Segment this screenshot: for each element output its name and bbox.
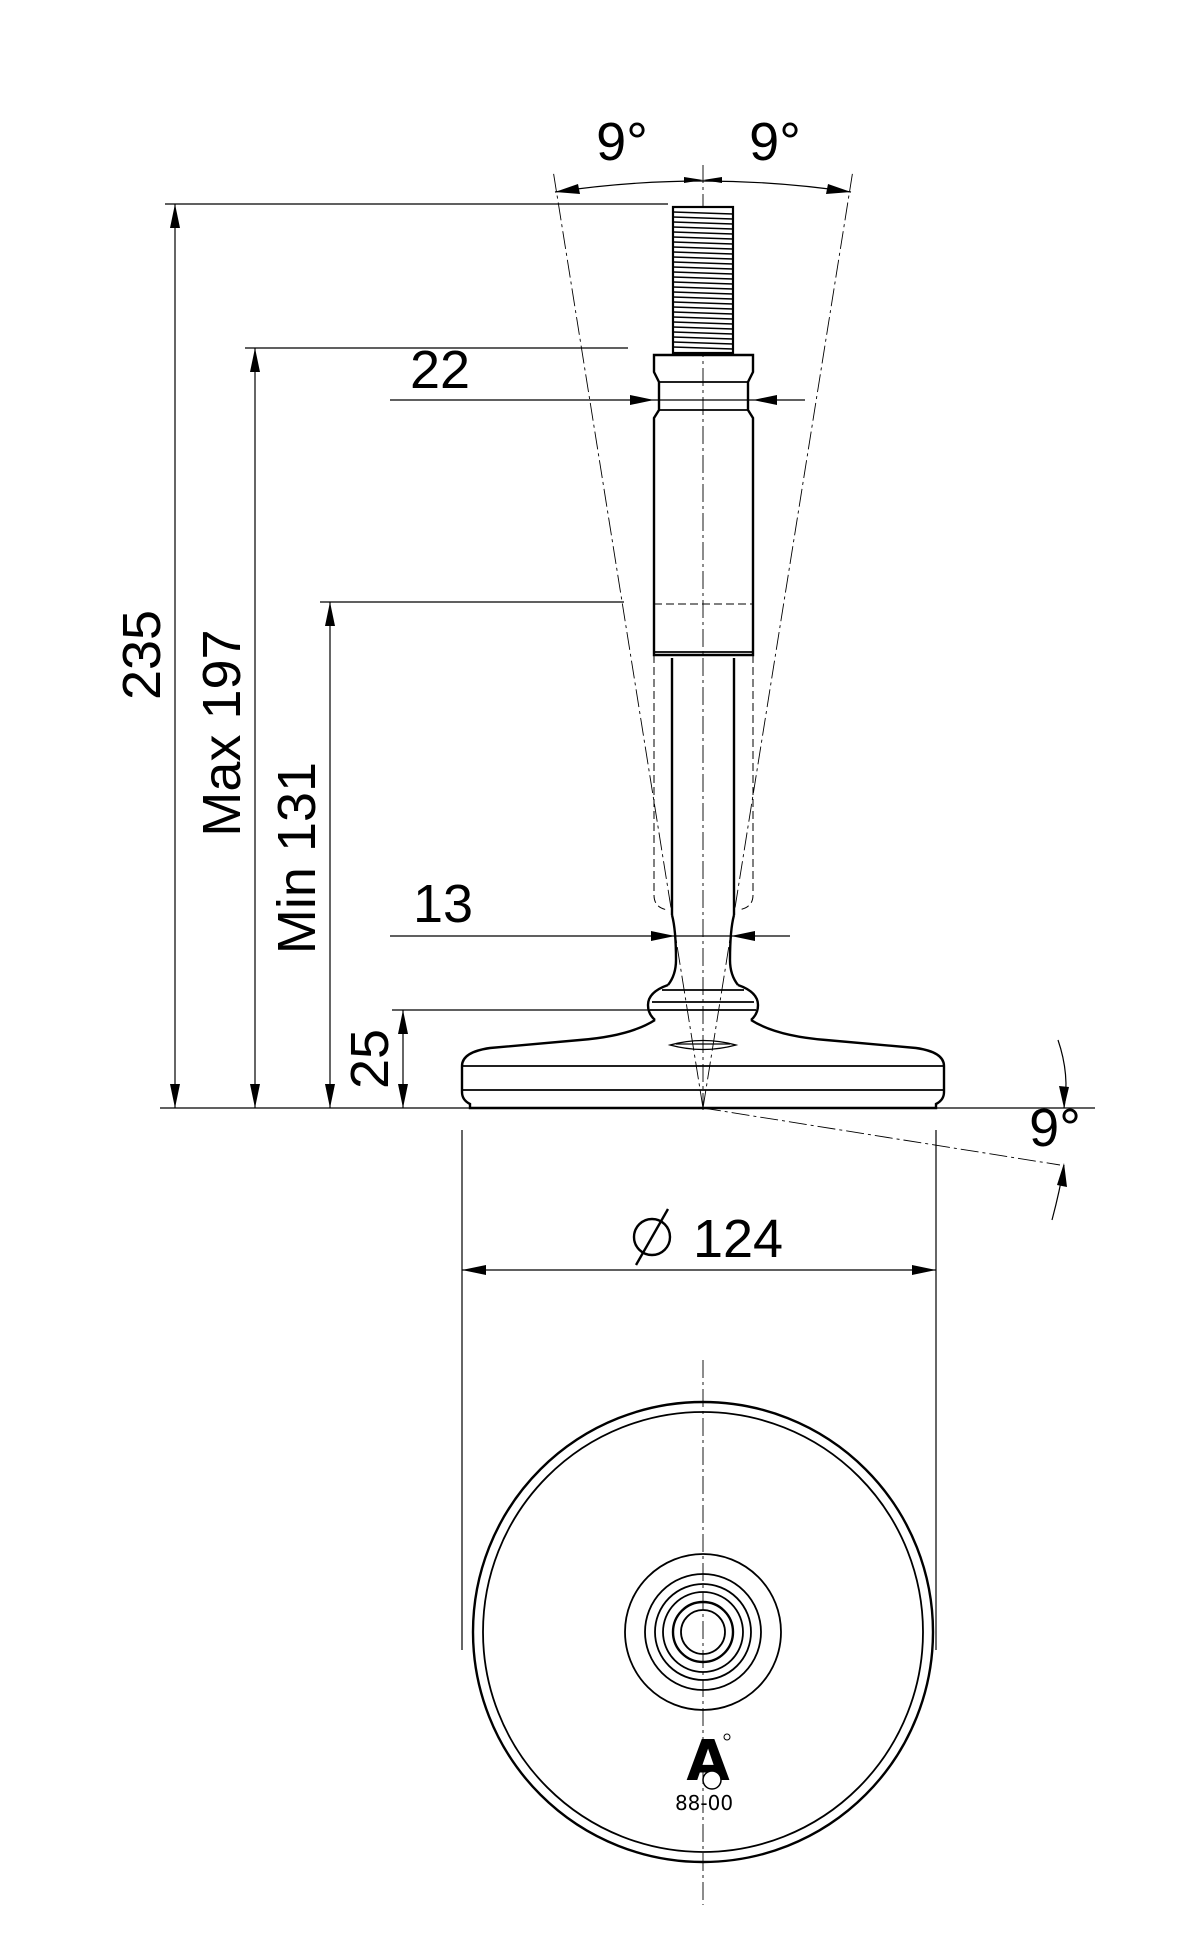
thread-line [672, 221, 734, 225]
diameter-symbol-icon [632, 1208, 672, 1266]
tilt-cone-left [552, 169, 704, 1109]
base-outer-circle [471, 1400, 935, 1864]
thread-line [672, 311, 734, 315]
neck-diameter-label: 13 [413, 874, 473, 934]
thread-line [672, 281, 734, 285]
thread-line [672, 291, 734, 295]
thread-line [672, 251, 734, 255]
thread-line [672, 236, 734, 240]
stem-lower [653, 655, 754, 915]
thread-line [672, 341, 734, 345]
thread-line [672, 296, 734, 300]
top-view: A A 88-00 [471, 1360, 935, 1905]
thread-line [672, 256, 734, 260]
thread-line [672, 276, 734, 280]
dim-min-height: Min 131 [267, 601, 624, 1108]
thread-line [672, 246, 734, 250]
joint-ring-3 [662, 1591, 744, 1673]
thread-line [672, 321, 734, 325]
joint-ring-1 [644, 1573, 762, 1691]
angle-right-label: 9° [749, 112, 801, 172]
thread-line [672, 326, 734, 330]
thread-line [672, 261, 734, 265]
dimensions: 235 Max 197 Min 131 25 [112, 112, 1081, 1650]
thread-line [672, 211, 734, 215]
thread-line [672, 266, 734, 270]
max-height-label: Max 197 [192, 629, 252, 836]
joint-ring-2 [654, 1583, 752, 1681]
tilted-ground-line [702, 1107, 1061, 1166]
joint-outer-circle [624, 1553, 782, 1711]
thread-line [672, 306, 734, 310]
thread-line [672, 216, 734, 220]
dim-overall-height: 235 [112, 203, 668, 1108]
dim-neck-diameter: 13 [390, 874, 790, 941]
min-height-label: Min 131 [267, 762, 327, 954]
base-diameter-label: 124 [693, 1209, 783, 1269]
bore-circle [680, 1609, 726, 1655]
dim-stem-diameter: 22 [390, 340, 805, 405]
threaded-rod [671, 205, 735, 355]
thread-line [672, 346, 734, 350]
thread-line [672, 301, 734, 305]
thread-line [672, 286, 734, 290]
tilt-cone-right [702, 169, 854, 1109]
thread-line [672, 231, 734, 235]
base-height-label: 25 [340, 1029, 400, 1089]
stem-diameter-label: 22 [410, 340, 470, 400]
dim-tilt-angle: 9° [1029, 1039, 1081, 1221]
angle-left-label: 9° [596, 112, 648, 172]
side-view [160, 165, 1095, 1166]
tilt-angle-label: 9° [1029, 1098, 1081, 1158]
thread-line [672, 316, 734, 320]
dim-base-diameter: 124 [461, 1130, 937, 1650]
dim-base-height: 25 [340, 1009, 650, 1108]
dim-swivel-angle: 9° 9° [554, 112, 852, 194]
thread-line [672, 241, 734, 245]
thread-line [672, 336, 734, 340]
logo-code: 88-00 [675, 1791, 733, 1815]
thread-line [672, 331, 734, 335]
manufacturer-logo-icon: A [686, 1729, 731, 1794]
stem-circle [671, 1600, 735, 1664]
dim-max-height: Max 197 [192, 347, 628, 1108]
neck-joint [646, 914, 760, 1021]
thread-line [672, 226, 734, 230]
thread-line [672, 271, 734, 275]
base-inner-circle [482, 1411, 924, 1853]
overall-height-label: 235 [112, 610, 172, 700]
